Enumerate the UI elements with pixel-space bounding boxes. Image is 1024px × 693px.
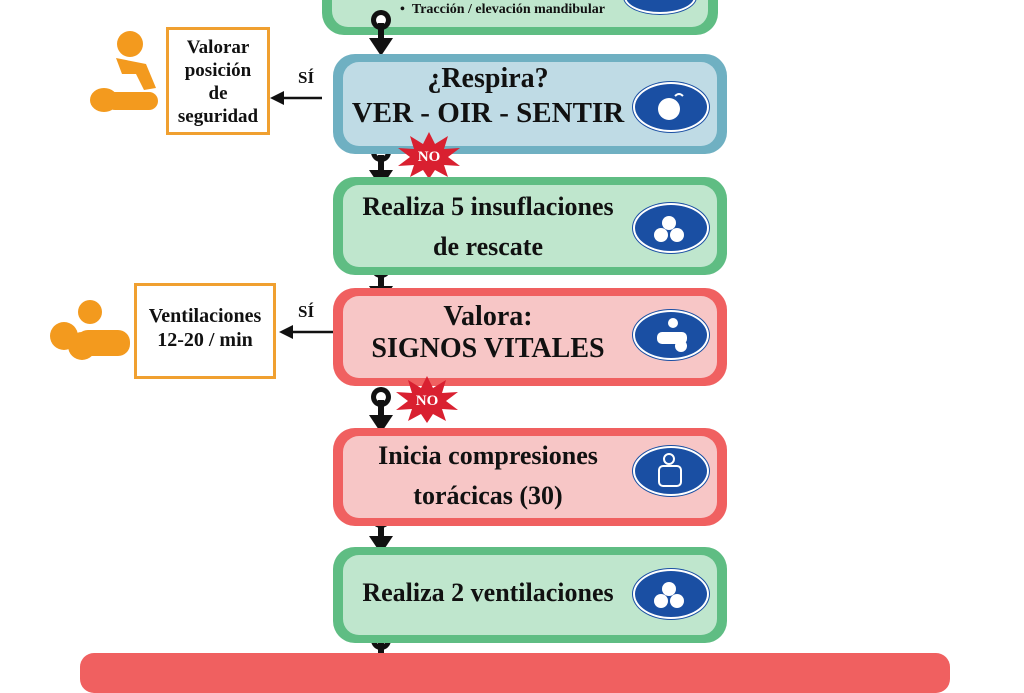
step-vitals-box: Valora: SIGNOS VITALES [333,288,727,386]
ventilation-figure [50,300,130,360]
rescue-line2: de rescate [433,232,543,261]
airway-bullet: • Tracción / elevación mandibular [400,2,605,17]
breathing-title: ¿Respira? [427,63,549,94]
svg-text:NO: NO [416,393,439,409]
vitals-line1: Valora: [443,301,533,332]
breathing-head-icon [633,82,709,132]
step-airway-box: • Tracción / elevación mandibular [322,0,718,35]
step-compressions-box: Inicia compresiones torácicas (30) [333,428,727,526]
ventilation-rate-box: Ventilaciones 12-20 / min [134,283,276,379]
ventilations-line1: Realiza 2 ventilaciones [362,578,614,607]
yes-label: SÍ [298,68,315,87]
connector-arrow [369,10,393,56]
no-burst: NO [398,132,460,179]
step-rescue-box: Realiza 5 insuflaciones de rescate [333,177,727,275]
vital-signs-icon [633,310,709,360]
next-step-box [80,653,950,693]
flow-connectors [270,10,393,676]
recovery-position-figure [90,31,158,112]
compressions-line2: torácicas (30) [413,481,563,510]
connector-arrow [369,387,393,433]
rescue-breath-icon [633,569,709,619]
vitals-line2: SIGNOS VITALES [371,333,605,364]
step-ventilations-box: Realiza 2 ventilaciones [333,547,727,643]
step-breathing-box: ¿Respira? VER - OIR - SENTIR [333,54,727,154]
chest-compression-icon [633,446,709,496]
svg-text:NO: NO [418,149,441,165]
compressions-line1: Inicia compresiones [378,441,598,470]
no-burst: NO [396,376,458,423]
breathing-subtitle: VER - OIR - SENTIR [351,97,625,129]
recovery-position-box: Valorar posición de seguridad [166,27,270,135]
yes-label: SÍ [298,302,315,321]
rescue-breath-icon [633,203,709,253]
rescue-line1: Realiza 5 insuflaciones [362,192,614,221]
